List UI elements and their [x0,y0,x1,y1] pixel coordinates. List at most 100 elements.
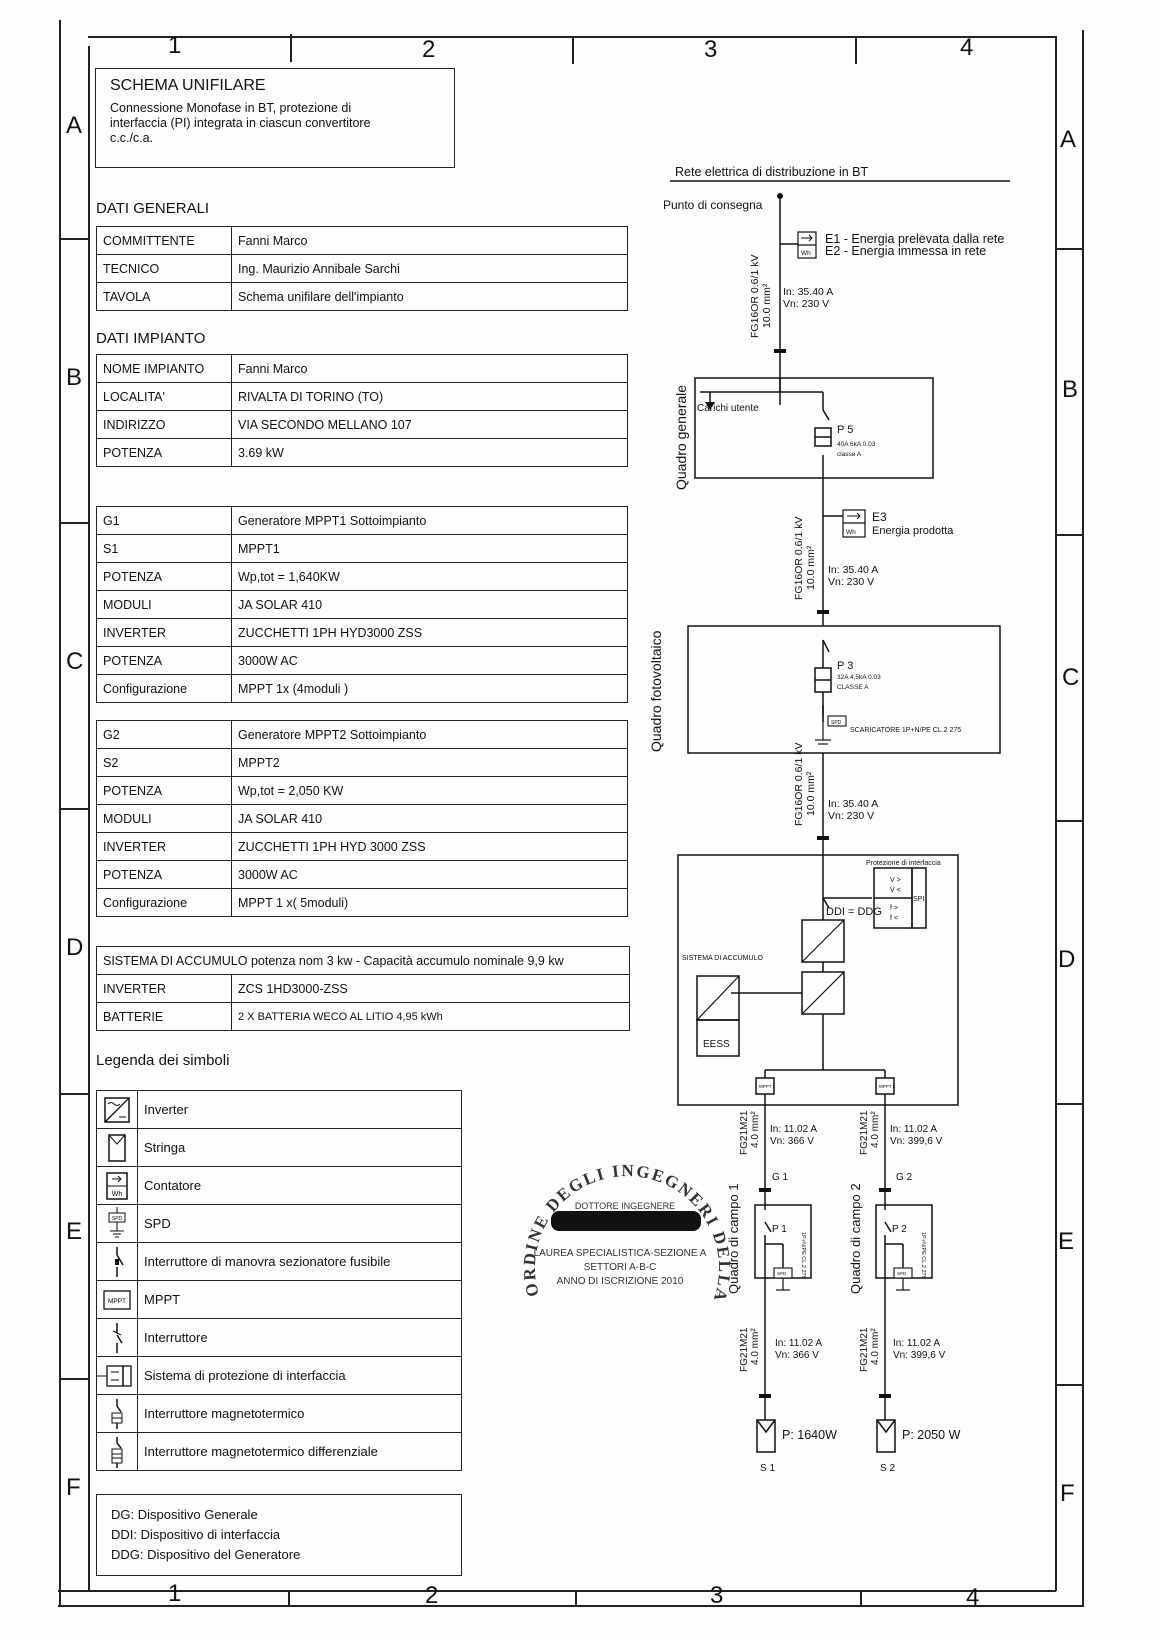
e3-description: Energia prodotta [872,525,954,537]
dc-current-label: In: 11.02 A [775,1338,822,1349]
stamp-line: DOTTORE INGEGNERE [575,1201,675,1211]
spd-rating-label: 1P+N/PE CL.2 275 [800,1232,806,1279]
table-value: MPPT 1 x( 5moduli) [231,888,628,917]
e3-label: E3 [872,510,887,524]
table-key: INVERTER [96,618,232,647]
mppt2-label: MPPT 2 [879,1084,896,1089]
table-value: 3.69 kW [231,438,628,467]
svg-text:SPD: SPD [112,1216,123,1222]
spd-rating-label: 1P+N/PE CL.2 275 [920,1232,926,1279]
mppt-icon: MPPT [103,1289,131,1310]
table-value: Fanni Marco [231,226,628,255]
pv1-power: P: 1640W [782,1428,837,1442]
row-label-left: B [66,364,83,391]
legend-row: Stringa [96,1128,462,1167]
interface-protection-label: Protezione di interfaccia [866,860,941,867]
dc-current-label: In: 11.02 A [770,1124,817,1135]
col-tick [855,36,857,64]
stamp-line: ANNO DI ISCRIZIONE 2010 [557,1276,684,1287]
legend-heading: Legenda dei simboli [96,1052,230,1069]
wh-label: Wh [846,529,856,536]
dc-cable-label: FG21M21 [739,1110,750,1155]
current-label: In: 35.40 A [783,286,833,298]
legend-label: Contatore [137,1166,462,1205]
dc-current-label: In: 11.02 A [890,1124,937,1135]
table-key: S2 [96,748,232,777]
f-min-label: f < [890,915,898,922]
quadro-fv-label: Quadro fotovoltaico [648,630,664,752]
col-tick [288,1592,290,1606]
frame-bottom [58,1605,1084,1607]
cable-section-label: 10.0 mm² [761,283,773,328]
col-label-top: 3 [704,36,718,63]
dc-current-label: In: 11.02 A [893,1338,940,1349]
row-tick [60,1378,88,1380]
redaction-bar [551,1211,701,1231]
cable-label: FG16OR 0.6/1 kV [749,255,761,338]
table-value: Ing. Maurizio Annibale Sarchi [231,254,628,283]
p5-spec: 40A 6kA 0.03 [837,441,876,448]
voltage-label: Vn: 230 V [828,810,874,822]
protection-devices [764,409,892,1233]
cable-label: FG16OR 0.6/1 kV [793,517,805,600]
spd-icon: SPD [108,1206,126,1237]
legend-note: DG: Dispositivo Generale [111,1507,258,1522]
storage-label: SISTEMA DI ACCUMULO [682,955,763,962]
table-key: POTENZA [96,562,232,591]
mppt1-label: MPPT 1 [759,1084,776,1089]
table-value: ZUCCHETTI 1PH HYD 3000 ZSS [231,832,628,861]
p1-label: P 1 [772,1224,787,1235]
frame-inner-right [1055,36,1057,1591]
v-min-label: V < [890,887,901,894]
row-tick [60,522,88,524]
legend-label: Inverter [137,1090,462,1129]
legend-icon-cell [96,1090,138,1129]
f-max-label: f > [890,905,898,912]
table-key: Configurazione [96,888,232,917]
table-value: 3000W AC [231,646,628,675]
table-key: NOME IMPIANTO [96,354,232,383]
legend-label: Interruttore magnetotermico differenzial… [137,1432,462,1471]
quadro-generale-label: Quadro generale [673,385,689,490]
dc-voltage-label: Vn: 399,6 V [890,1136,943,1147]
col-label-bottom: 3 [710,1582,724,1609]
spd-label: SPD [777,1271,787,1276]
frame-left [59,20,61,1605]
p3-class: CLASSE A [837,684,869,691]
spi-label: SPI [913,896,924,903]
dati-generali-heading: DATI GENERALI [96,200,210,217]
g2-label: G 2 [896,1172,913,1183]
spd-label: SPD [831,720,842,726]
row-label-right: C [1062,664,1080,691]
voltage-label: Vn: 230 V [828,576,874,588]
row-tick [1056,1384,1082,1386]
col-label-top: 2 [422,36,436,63]
cable-section-label: 10.0 mm² [805,771,817,816]
table-key: INVERTER [96,974,232,1003]
table-value: Fanni Marco [231,354,628,383]
accumulo-header: SISTEMA DI ACCUMULO potenza nom 3 kw - C… [96,946,630,975]
frame-inner-left [88,46,90,1591]
table-value: MPPT 1x (4moduli ) [231,674,628,703]
legend-icon-cell: SPD [96,1204,138,1243]
table-key: COMMITTENTE [96,226,232,255]
quadro-campo-1-label: Quadro di campo 1 [726,1183,741,1294]
legend-row: Sistema di protezione di interfaccia [96,1356,462,1395]
p5-label: P 5 [837,424,853,436]
s1-label: S 1 [760,1463,775,1474]
legend-row: Inverter [96,1090,462,1129]
legend-table: Inverter Stringa Wh Contatore SPD SPD In… [96,1090,462,1471]
legend-note: DDG: Dispositivo del Generatore [111,1547,301,1562]
legend-label: SPD [137,1204,462,1243]
col-tick [572,36,574,64]
interface-protection-icon [97,1364,132,1387]
